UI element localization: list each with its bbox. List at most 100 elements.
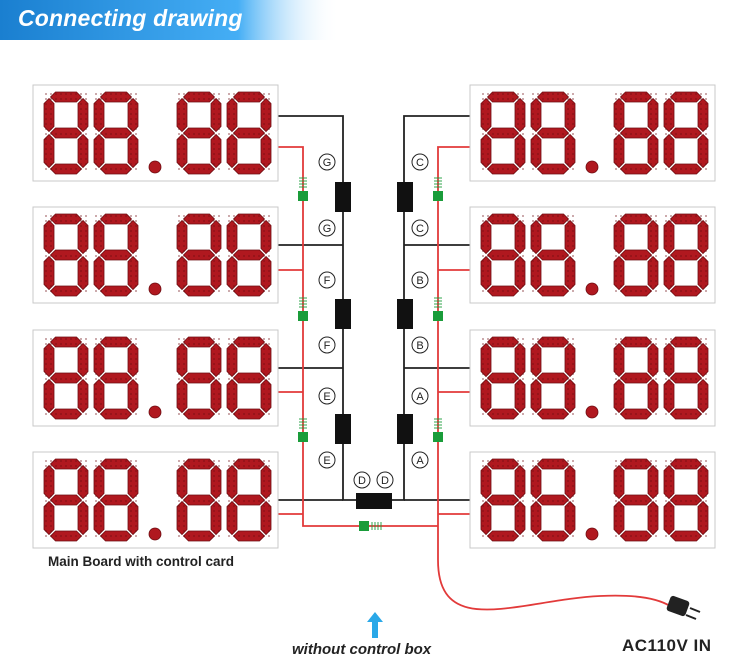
svg-text:F: F (324, 340, 331, 352)
terminal-connector-icon (298, 418, 308, 442)
svg-text:F: F (324, 275, 331, 287)
marker-right: A (411, 387, 429, 405)
connector-block (335, 182, 351, 212)
seven-segment-digit (613, 336, 659, 420)
marker-left: E (318, 451, 336, 469)
seven-segment-digit (613, 213, 659, 297)
up-arrow-icon (367, 612, 383, 638)
power-plug-icon (666, 595, 701, 620)
seven-segment-digit (530, 91, 576, 175)
seven-segment-digit (480, 91, 526, 175)
svg-text:A: A (416, 391, 424, 403)
seven-segment-digit (93, 91, 139, 175)
seven-segment-digit (43, 458, 89, 542)
left-display-panel (32, 451, 279, 549)
seven-segment-digit (226, 336, 272, 420)
main-board-label: Main Board with control card (48, 554, 235, 569)
wiring-group (278, 115, 671, 611)
marker-left: G (318, 153, 336, 171)
svg-text:A: A (416, 455, 424, 467)
connector-block (335, 414, 351, 444)
marker-right: B (411, 336, 429, 354)
seven-segment-digit (43, 336, 89, 420)
right-display-panel (469, 84, 716, 182)
connector-block (356, 493, 392, 509)
seven-segment-digit (530, 458, 576, 542)
svg-text:D: D (358, 475, 366, 487)
right-power-trunk (437, 146, 470, 526)
connector-block (397, 299, 413, 329)
right-display-panel (469, 206, 716, 304)
left-power-trunk (278, 146, 438, 527)
seven-segment-digit (176, 336, 222, 420)
seven-segment-digit (93, 458, 139, 542)
terminal-connector-icon (433, 297, 443, 321)
svg-text:D: D (381, 475, 389, 487)
seven-segment-digit (480, 336, 526, 420)
seven-segment-digit (43, 91, 89, 175)
seven-segment-digit (93, 336, 139, 420)
left-display-panel (32, 84, 279, 182)
decimal-point (148, 160, 162, 174)
marker-right: C (411, 153, 429, 171)
decimal-point (148, 282, 162, 296)
seven-segment-digit (613, 458, 659, 542)
left-display-panel (32, 206, 279, 304)
connector-block (335, 299, 351, 329)
marker-bottom: D (353, 471, 371, 489)
seven-segment-digit (226, 213, 272, 297)
decimal-point (585, 160, 599, 174)
svg-text:C: C (416, 223, 424, 235)
svg-text:C: C (416, 157, 424, 169)
page-title: Connecting drawing (18, 5, 243, 31)
decimal-point (148, 405, 162, 419)
power-cord (437, 526, 671, 611)
decimal-point (148, 527, 162, 541)
right-display-panel (469, 329, 716, 427)
terminal-connector-icon (433, 418, 443, 442)
seven-segment-digit (530, 336, 576, 420)
svg-text:G: G (323, 157, 332, 169)
seven-segment-digit (226, 91, 272, 175)
terminal-connector-icon (298, 177, 308, 201)
seven-segment-digit (663, 458, 709, 542)
seven-segment-digit (480, 213, 526, 297)
terminal-connector-icon (359, 521, 382, 531)
seven-segment-digit (176, 91, 222, 175)
seven-segment-digit (663, 213, 709, 297)
seven-segment-digit (480, 458, 526, 542)
left-signal-trunk (278, 115, 380, 501)
seven-segment-digit (663, 91, 709, 175)
marker-left: E (318, 387, 336, 405)
left-display-panel (32, 329, 279, 427)
right-signal-trunk (380, 115, 470, 501)
marker-left: G (318, 219, 336, 237)
decimal-point (585, 282, 599, 296)
connector-block (397, 414, 413, 444)
marker-bottom: D (376, 471, 394, 489)
connector-block (397, 182, 413, 212)
marker-right: A (411, 451, 429, 469)
svg-text:G: G (323, 223, 332, 235)
terminal-connector-icon (298, 297, 308, 321)
seven-segment-digit (43, 213, 89, 297)
seven-segment-digit (530, 213, 576, 297)
terminal-connector-icon (433, 177, 443, 201)
svg-text:B: B (416, 340, 423, 352)
seven-segment-digit (176, 213, 222, 297)
without-control-box-caption: without control box (292, 641, 432, 658)
right-display-panel (469, 451, 716, 549)
decimal-point (585, 527, 599, 541)
seven-segment-digit (663, 336, 709, 420)
seven-segment-digit (613, 91, 659, 175)
decimal-point (585, 405, 599, 419)
svg-text:B: B (416, 275, 423, 287)
marker-right: C (411, 219, 429, 237)
seven-segment-digit (176, 458, 222, 542)
svg-text:E: E (323, 391, 330, 403)
seven-segment-digit (93, 213, 139, 297)
marker-left: F (318, 336, 336, 354)
svg-text:E: E (323, 455, 330, 467)
marker-left: F (318, 271, 336, 289)
